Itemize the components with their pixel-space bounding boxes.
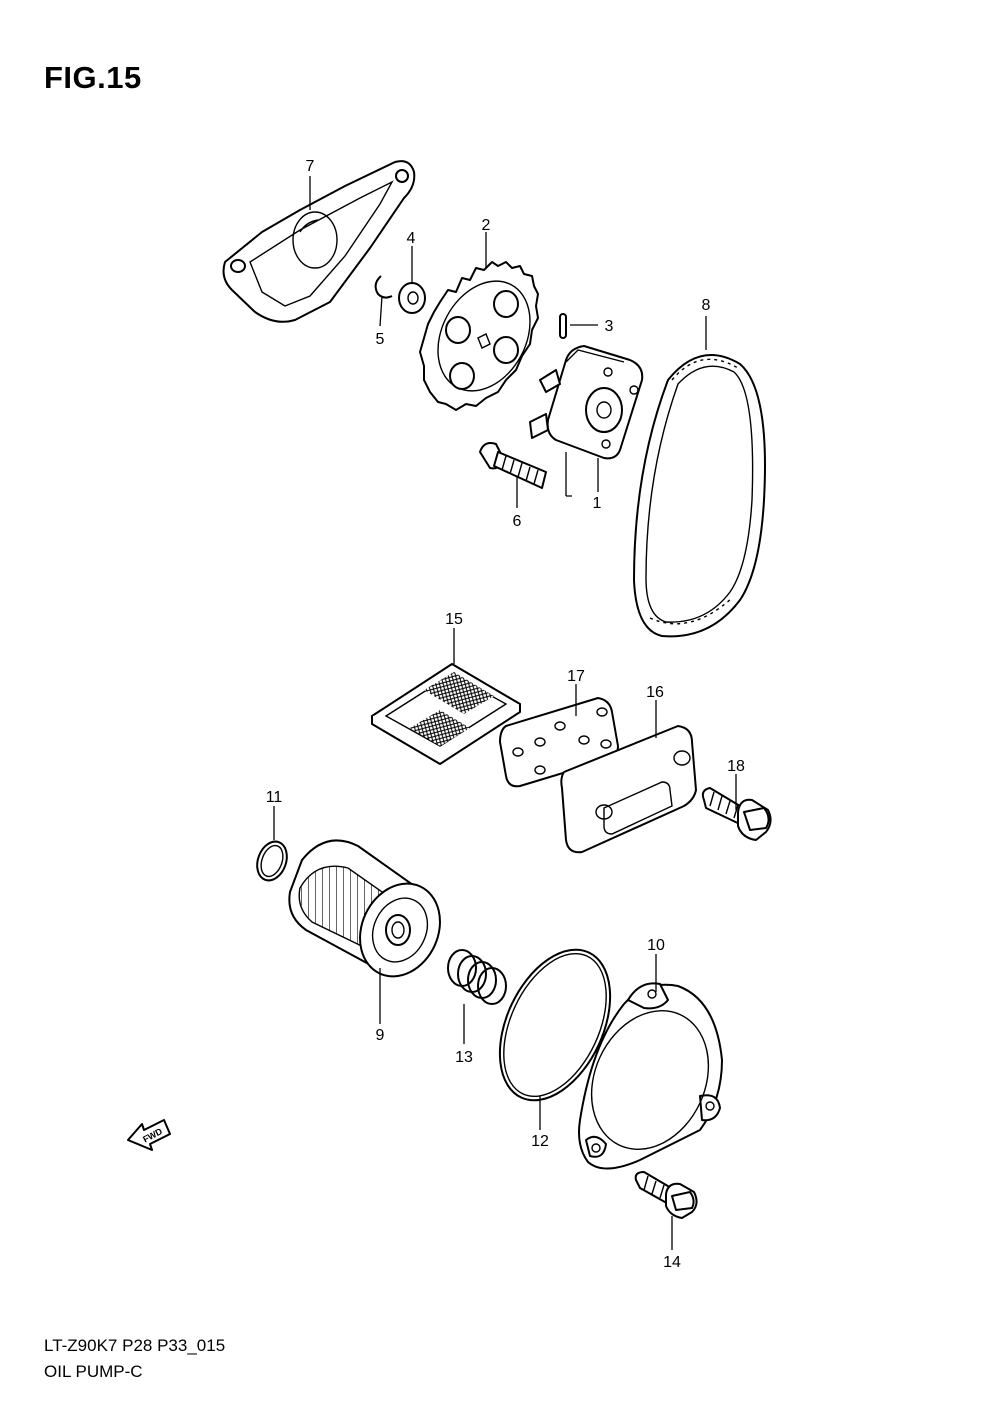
oil-pump-body-part-1 bbox=[529, 345, 644, 460]
callout-5: 5 bbox=[376, 331, 385, 348]
callout-16: 16 bbox=[646, 684, 664, 701]
drive-chain-part-8 bbox=[633, 354, 766, 638]
callout-8: 8 bbox=[702, 297, 711, 314]
callout-14: 14 bbox=[663, 1254, 681, 1271]
oil-pump-cover-part-7 bbox=[222, 160, 416, 323]
callout-9: 9 bbox=[376, 1027, 385, 1044]
callout-17: 17 bbox=[567, 668, 585, 685]
callout-18: 18 bbox=[727, 758, 745, 775]
oil-filter-part-9 bbox=[288, 839, 441, 978]
callout-11: 11 bbox=[266, 789, 283, 806]
callout-13: 13 bbox=[455, 1049, 473, 1066]
callout-6: 6 bbox=[513, 513, 522, 530]
callout-15: 15 bbox=[445, 611, 463, 628]
oil-strainer-part-15 bbox=[371, 663, 521, 765]
o-ring-large-part-12 bbox=[498, 948, 612, 1102]
bolt-part-14 bbox=[634, 1171, 698, 1219]
callout-7: 7 bbox=[306, 158, 315, 175]
o-ring-part-11 bbox=[256, 840, 288, 882]
strainer-cap-part-16 bbox=[560, 725, 697, 854]
washer-part-4 bbox=[398, 282, 426, 314]
callout-12: 12 bbox=[531, 1133, 549, 1150]
forward-direction-arrow-icon: FWD bbox=[127, 1119, 171, 1151]
spring-part-13 bbox=[447, 949, 507, 1005]
callout-1: 1 bbox=[593, 495, 602, 512]
diagram-name: OIL PUMP-C bbox=[44, 1362, 143, 1381]
oil-pump-driven-gear-part-2 bbox=[419, 261, 539, 411]
dowel-pin-part-3 bbox=[559, 313, 567, 339]
oil-filter-cap-part-10 bbox=[578, 982, 723, 1170]
callout-leaders bbox=[273, 176, 737, 1250]
circlip-part-5 bbox=[374, 275, 393, 299]
screw-part-6 bbox=[479, 442, 547, 489]
callout-3: 3 bbox=[605, 318, 614, 335]
callout-10: 10 bbox=[647, 937, 665, 954]
bolt-part-18 bbox=[701, 787, 772, 841]
callout-2: 2 bbox=[482, 217, 491, 234]
diagram-code: LT-Z90K7 P28 P33_015 bbox=[44, 1336, 226, 1355]
callout-4: 4 bbox=[407, 230, 416, 247]
figure-title: FIG.15 bbox=[44, 60, 142, 95]
